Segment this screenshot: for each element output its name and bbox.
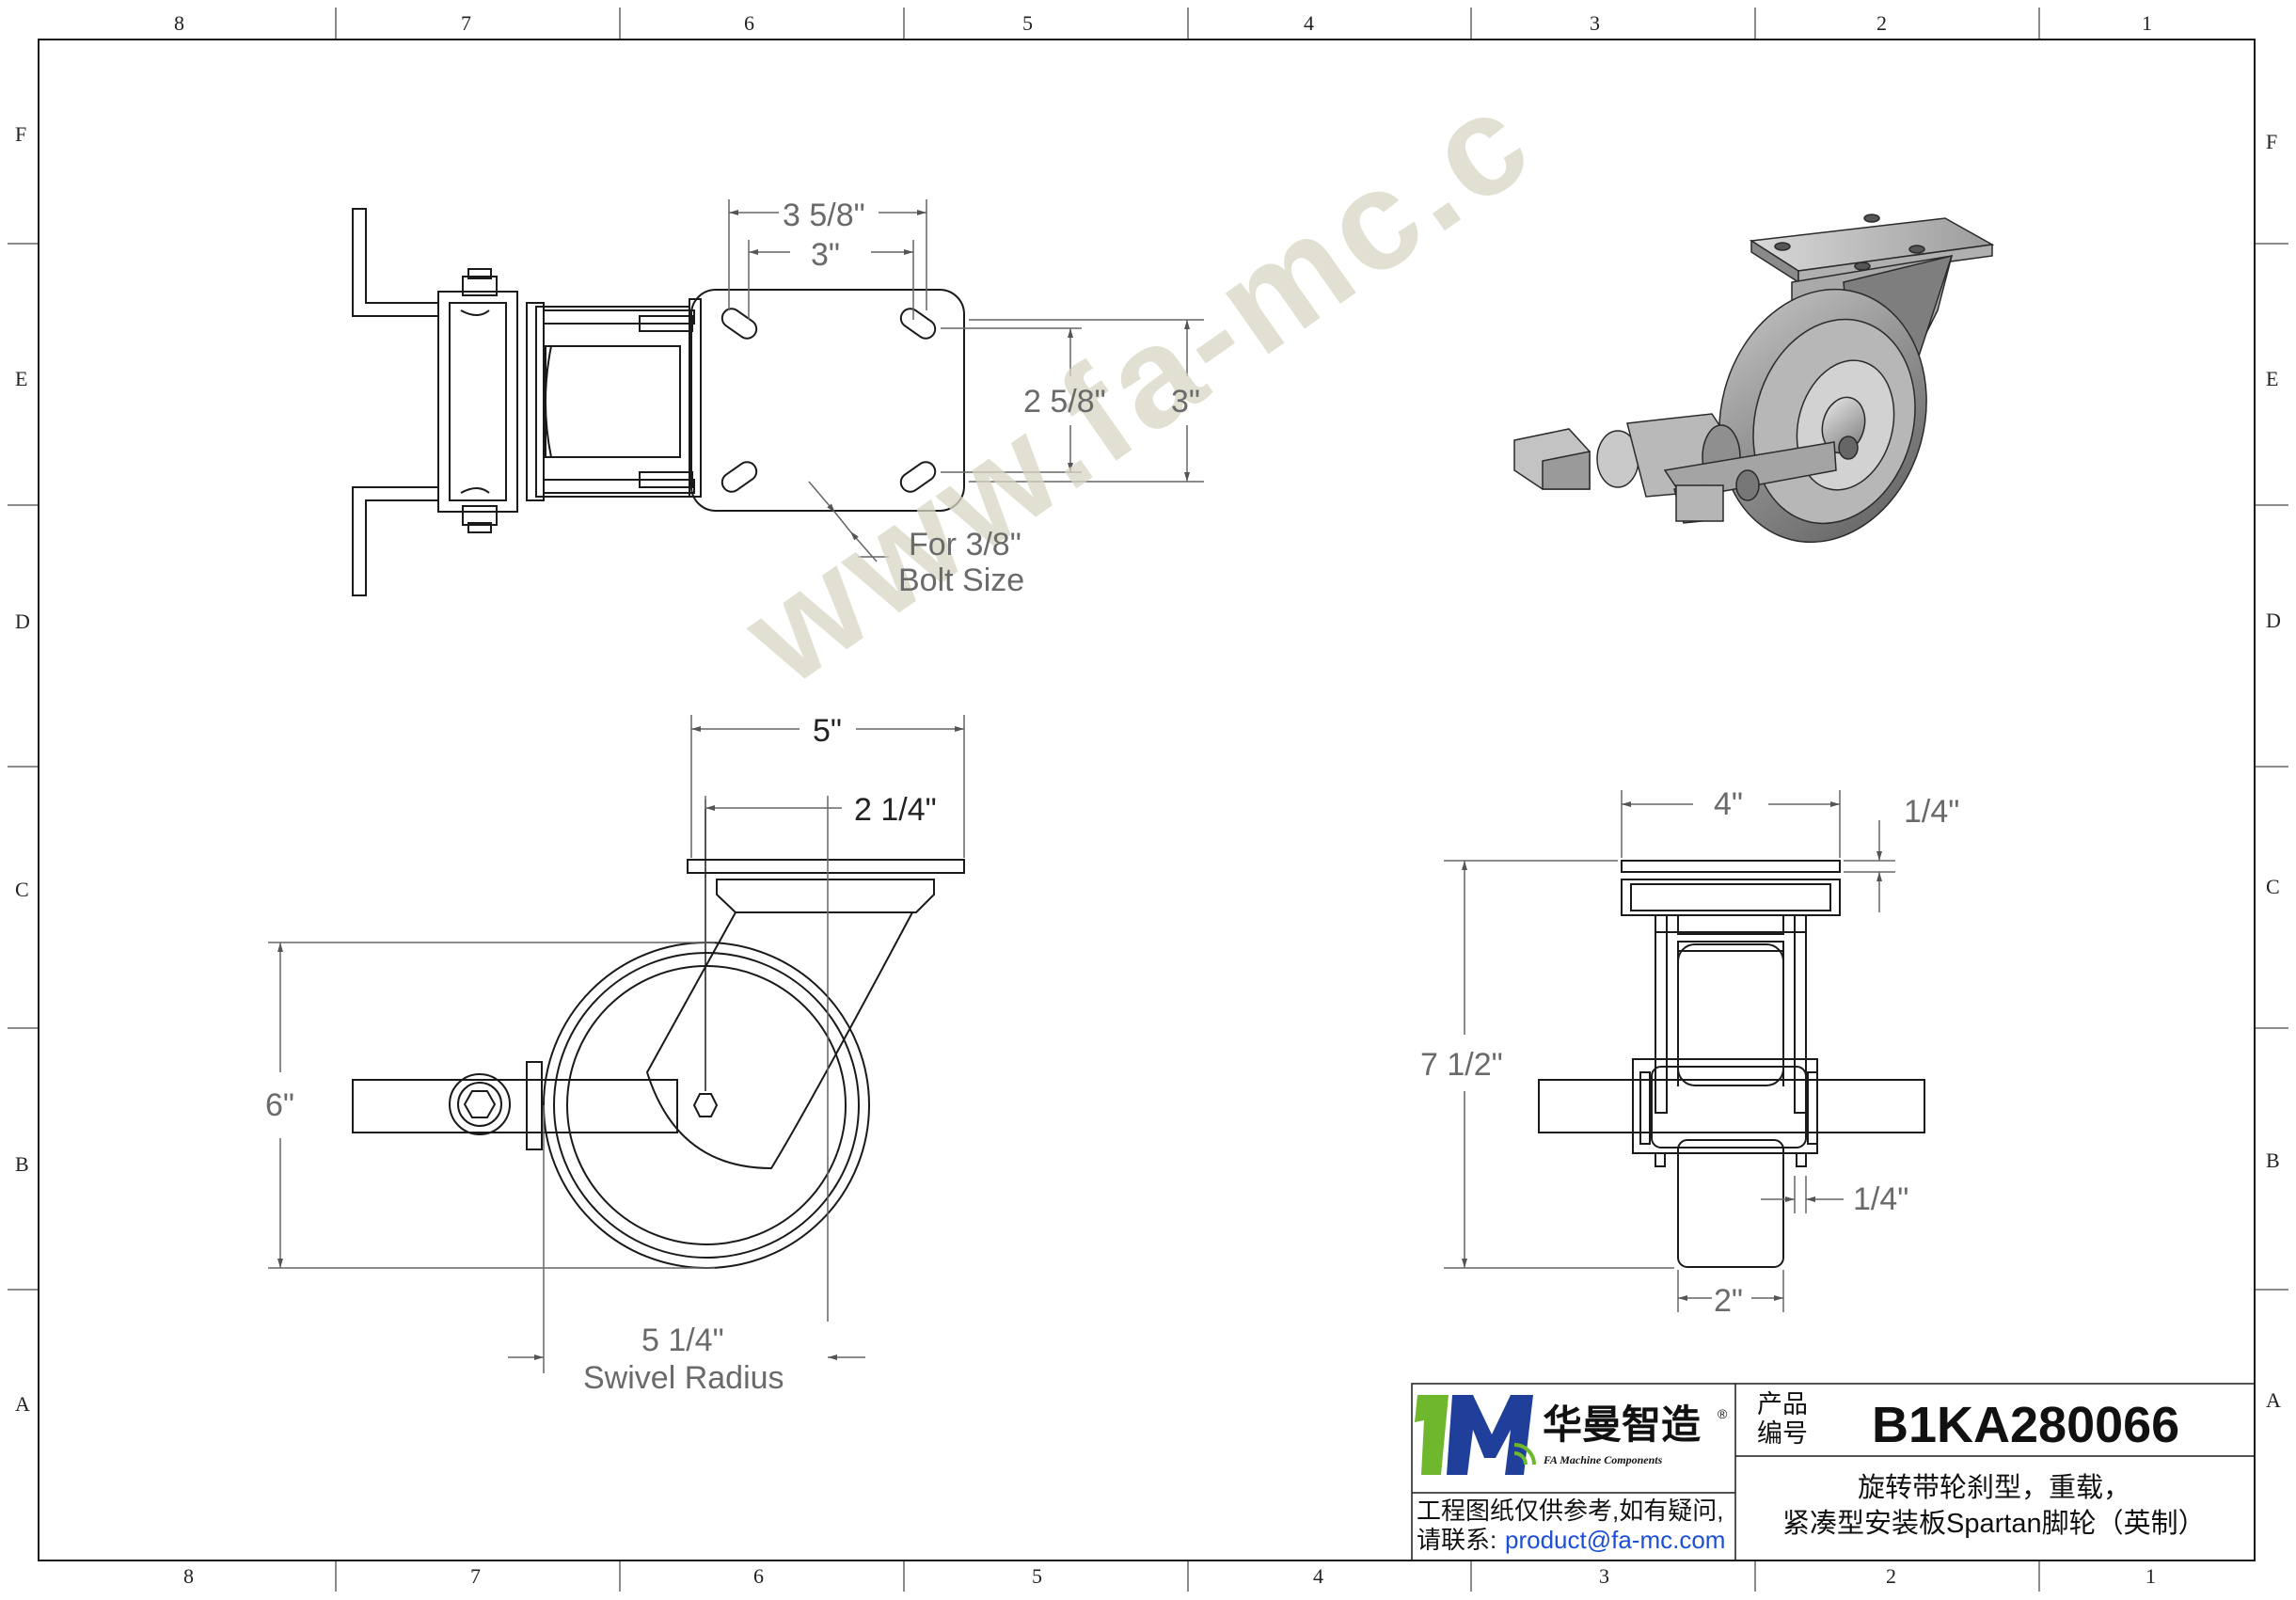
company-name-en: FA Machine Components <box>1544 1453 1663 1466</box>
part-description: 紧凑型安装板Spartan脚轮（英制） <box>1782 1509 2206 1539</box>
zone-row-label: D <box>2266 609 2281 632</box>
dim-front-brake-gap: 1/4" <box>1853 1181 1909 1217</box>
zone-row-label: D <box>15 610 30 633</box>
title-block-frame <box>1411 1383 2256 1561</box>
zone-column-label: 8 <box>183 1564 194 1588</box>
isometric-view <box>1513 214 1995 544</box>
dim-top-outer-width: 3 5/8" <box>783 198 865 233</box>
zone-column-label: 5 <box>1032 1564 1042 1588</box>
part-description: 旋转带轮刹型，重载， <box>1858 1473 2131 1503</box>
zone-row-label: A <box>2266 1388 2281 1412</box>
sheet-frame <box>8 8 2288 1592</box>
company-name-cn: 华曼智造 <box>1543 1402 1702 1447</box>
company-logo <box>1415 1395 1536 1475</box>
dim-top-outer-height: 3" <box>1171 384 1200 420</box>
dim-side-offset: 2 1/4" <box>854 792 937 828</box>
zone-column-label: 6 <box>744 11 754 35</box>
zone-column-label: 4 <box>1304 11 1314 35</box>
zone-column-label: 4 <box>1313 1564 1323 1588</box>
dim-bolt-note: Bolt Size <box>898 562 1025 598</box>
zone-column-label: 3 <box>1590 11 1600 35</box>
front-view <box>1538 860 1925 1268</box>
zone-column-label: 2 <box>1886 1564 1896 1588</box>
zone-column-label: 2 <box>1876 11 1887 35</box>
front-view-dimensions <box>1444 790 1895 1312</box>
contact-email-link[interactable]: product@fa-mc.com <box>1505 1526 1726 1554</box>
dim-front-overall-height: 7 1/2" <box>1420 1047 1503 1083</box>
dim-swivel-radius: 5 1/4" <box>641 1323 724 1358</box>
dim-top-inner-height: 2 5/8" <box>1023 384 1106 420</box>
reference-note: 工程图纸仅供参考,如有疑问, <box>1417 1497 1724 1525</box>
zone-row-label: E <box>2266 367 2279 390</box>
zone-row-label: E <box>15 367 28 390</box>
zone-column-label: 8 <box>174 11 184 35</box>
zone-row-label: B <box>2266 1149 2280 1172</box>
product-label: 产品 <box>1757 1390 1808 1418</box>
top-view <box>352 208 965 596</box>
zone-row-label: F <box>2266 130 2278 153</box>
part-number: B1KA280066 <box>1872 1397 2180 1453</box>
zone-row-label: C <box>15 878 29 901</box>
top-view-dimensions <box>728 199 1204 562</box>
zone-row-label: B <box>15 1152 29 1176</box>
dim-front-plate-thickness: 1/4" <box>1904 794 1960 830</box>
side-view <box>352 800 965 1269</box>
dim-side-plate-width: 5" <box>813 713 842 749</box>
dim-swivel-radius-label: Swivel Radius <box>583 1360 784 1396</box>
zone-column-label: 7 <box>470 1564 481 1588</box>
registered-mark: ® <box>1718 1406 1728 1421</box>
zone-column-label: 6 <box>753 1564 764 1588</box>
zone-column-label: 1 <box>2146 1564 2156 1588</box>
dim-front-wheel-width: 2" <box>1714 1283 1743 1319</box>
zone-row-label: C <box>2266 875 2280 898</box>
dim-side-wheel-height: 6" <box>265 1087 294 1123</box>
contact-label: 请联系: <box>1417 1526 1497 1554</box>
dim-top-inner-width: 3" <box>811 237 840 273</box>
zone-column-label: 5 <box>1022 11 1033 35</box>
product-label: 编号 <box>1757 1419 1808 1448</box>
side-view-dimensions <box>268 715 965 1373</box>
zone-row-label: F <box>15 122 27 146</box>
dim-front-plate-width: 4" <box>1714 786 1743 822</box>
zone-column-label: 1 <box>2142 11 2152 35</box>
dim-bolt-note: For 3/8" <box>909 527 1021 562</box>
zone-column-label: 7 <box>461 11 471 35</box>
zone-column-label: 3 <box>1599 1564 1609 1588</box>
zone-row-label: A <box>15 1392 30 1416</box>
